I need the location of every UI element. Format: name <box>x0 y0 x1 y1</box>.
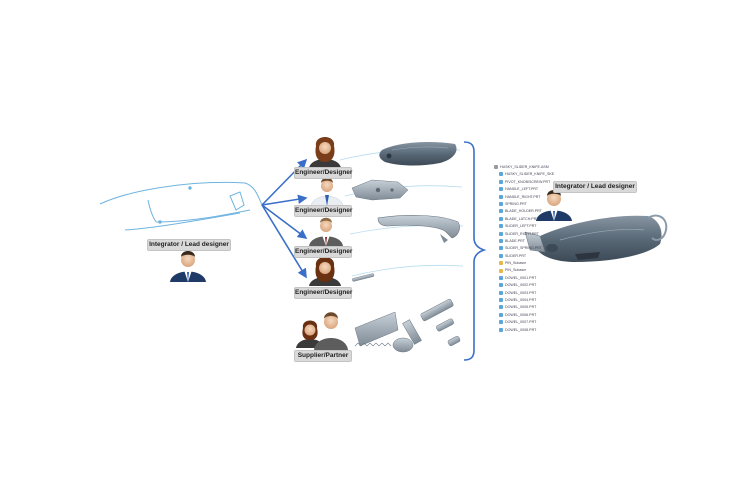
supplier-partner-label: Supplier/Partner <box>294 350 352 362</box>
tree-item[interactable]: DOWEL_0002.PRT <box>494 282 554 289</box>
part-icon <box>499 246 503 251</box>
engineer-1-avatar <box>309 137 341 168</box>
part-icon <box>499 179 503 184</box>
tree-root[interactable]: HUSKY_SLIDER_KNIFE.ASM <box>494 164 554 171</box>
part-icon <box>499 231 503 236</box>
part-fasteners <box>354 298 461 353</box>
part-icon <box>499 283 503 288</box>
assembly-model-tree: HUSKY_SLIDER_KNIFE.ASM HUSKY_SLIDER_KNIF… <box>494 164 554 334</box>
tree-item[interactable]: SLIDER_RIGHT.PRT <box>494 231 554 238</box>
tree-item[interactable]: HUSKY_SLIDER_KNIFE_SKEL.PRT <box>494 171 554 178</box>
engineer-4-avatar <box>309 257 341 286</box>
skeleton-sketch <box>99 182 263 231</box>
assembly-bracket <box>463 141 487 361</box>
part-belt-clip <box>377 215 460 243</box>
part-spring-pin <box>352 273 375 282</box>
engineer-1-label: Engineer/Designer <box>294 167 352 179</box>
subassembly-icon <box>499 268 503 273</box>
tree-item[interactable]: DOWEL_0006.PRT <box>494 312 554 319</box>
engineer-2-label: Engineer/Designer <box>294 205 352 217</box>
part-icon <box>499 327 503 332</box>
tree-item[interactable]: DOWEL_0003.PRT <box>494 290 554 297</box>
part-icon <box>499 209 503 214</box>
supplier-partner-avatar <box>296 312 348 350</box>
tree-item[interactable]: SPRING.PRT <box>494 201 554 208</box>
tree-item[interactable]: HANDLE_LEFT.PRT <box>494 186 554 193</box>
tree-item[interactable]: PIVOT_KNOB/SCREW.PRT <box>494 179 554 186</box>
part-icon <box>499 216 503 221</box>
engineer-4-label: Engineer/Designer <box>294 287 352 299</box>
tree-item[interactable]: SLIDER_LEFT.PRT <box>494 223 554 230</box>
tree-item[interactable]: SLIDER_SPRING.PRT <box>494 245 554 252</box>
part-icon <box>499 202 503 206</box>
tree-item[interactable]: BLADE_LATCH.PRT <box>494 216 554 223</box>
tree-item[interactable]: BLADE.PRT <box>494 238 554 245</box>
tree-item[interactable]: DOWEL_0005.PRT <box>494 304 554 311</box>
lead-designer-left-label: Integrator / Lead designer <box>147 239 231 251</box>
tree-item[interactable]: PIN_Subasm <box>494 260 554 267</box>
part-icon <box>499 224 503 229</box>
engineer-3-label: Engineer/Designer <box>294 246 352 258</box>
engineer-3-avatar <box>309 217 343 246</box>
part-knife-handle <box>379 142 457 166</box>
lead-designer-left-avatar <box>170 251 206 282</box>
part-icon <box>499 238 503 243</box>
part-icon <box>499 320 503 325</box>
part-icon <box>499 253 503 258</box>
part-icon <box>499 194 503 199</box>
assembly-icon <box>494 165 498 170</box>
part-icon <box>499 312 503 317</box>
engineer-2-avatar <box>310 177 344 207</box>
tree-item[interactable]: BLADE_HOLDER.PRT <box>494 208 554 215</box>
assembled-knife <box>524 214 668 262</box>
tree-item[interactable]: DOWEL_0007.PRT <box>494 319 554 326</box>
tree-item[interactable]: DOWEL_0001.PRT <box>494 275 554 282</box>
part-blade-slider <box>351 179 409 201</box>
lead-designer-right-label: Integrator / Lead designer <box>553 181 637 193</box>
tree-item[interactable]: DOWEL_0008.PRT <box>494 327 554 334</box>
part-icon <box>499 172 503 177</box>
part-icon <box>499 305 503 310</box>
part-icon <box>499 290 503 295</box>
tree-item[interactable]: DOWEL_0004.PRT <box>494 297 554 304</box>
lead-designer-right-avatar <box>536 190 572 221</box>
tree-item[interactable]: SLIDER.PRT <box>494 253 554 260</box>
part-icon <box>499 187 503 192</box>
subassembly-icon <box>499 261 503 266</box>
part-sketch-curves <box>339 148 464 277</box>
part-icon <box>499 298 503 303</box>
tree-item[interactable]: HANDLE_RIGHT.PRT <box>494 194 554 201</box>
tree-item[interactable]: PIN_Subasm <box>494 267 554 274</box>
part-icon <box>499 275 503 280</box>
